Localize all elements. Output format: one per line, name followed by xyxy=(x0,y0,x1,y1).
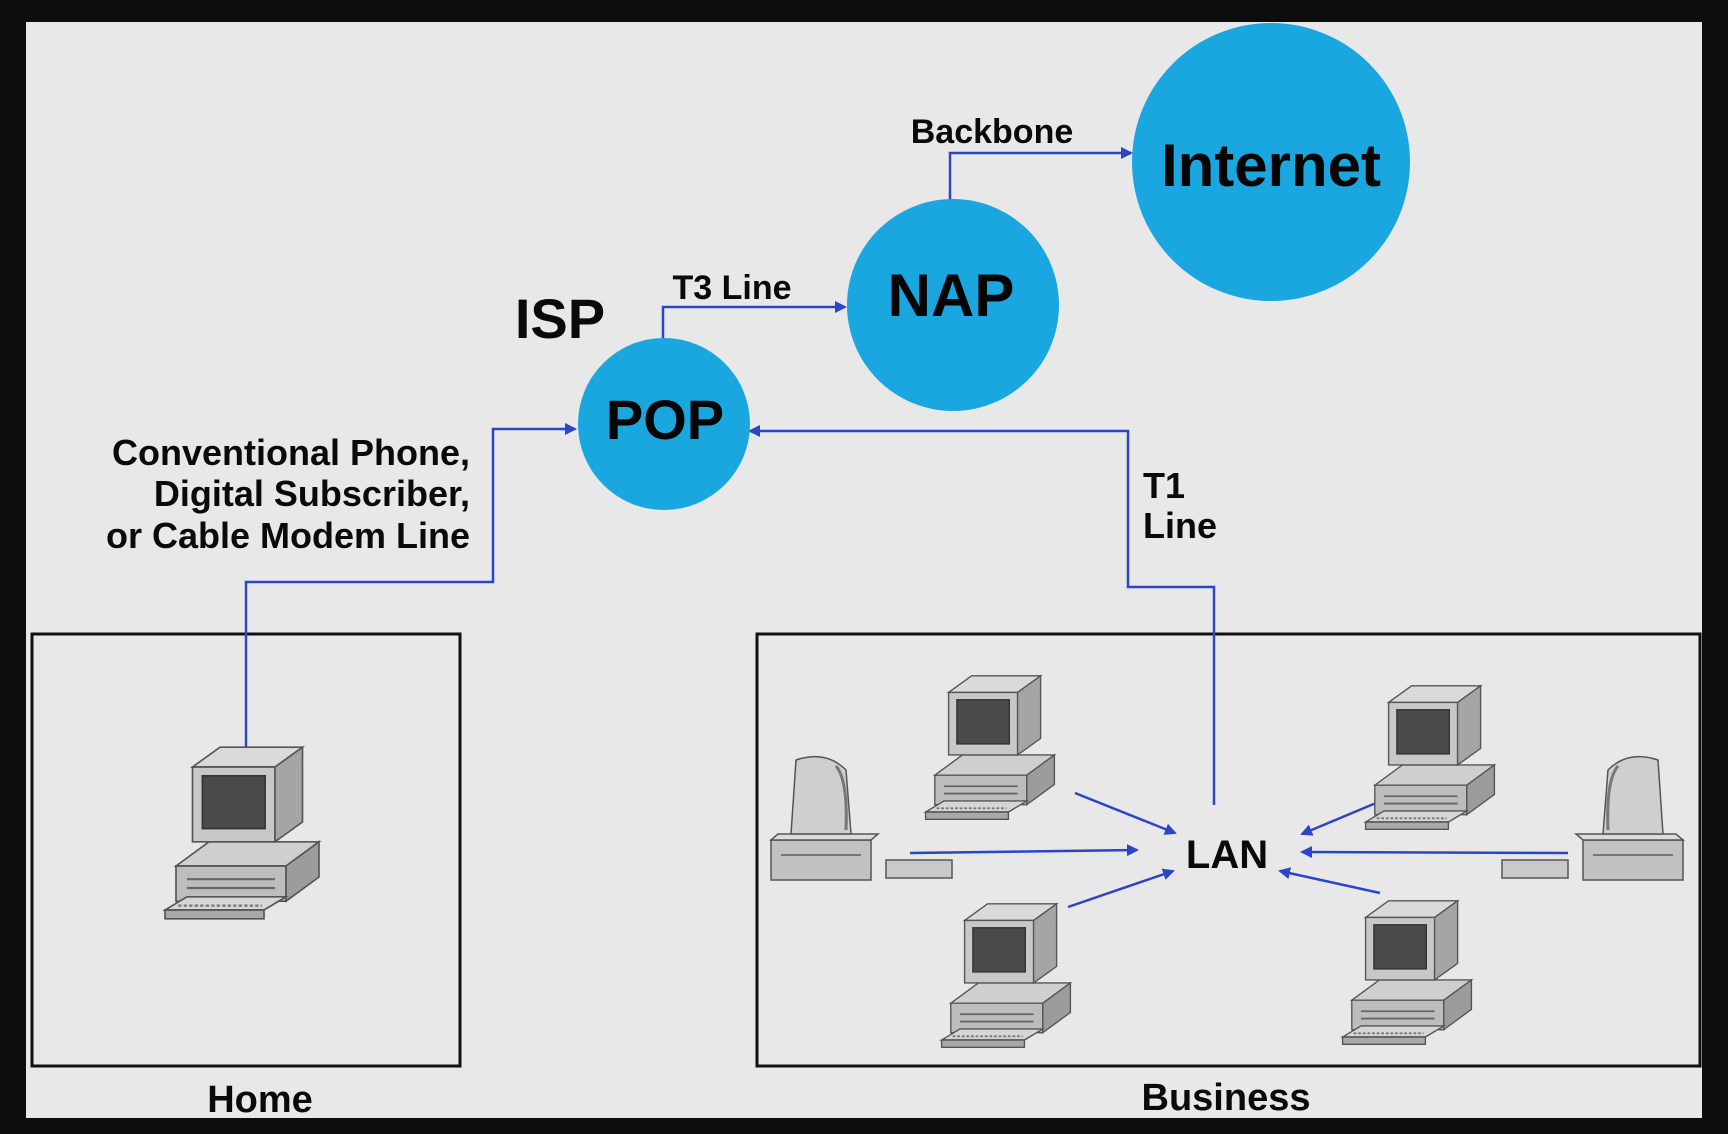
lan-spoke xyxy=(1300,801,1377,836)
business-box xyxy=(755,632,1702,1068)
nap-label: NAP xyxy=(888,262,1015,329)
nap-node xyxy=(847,199,1059,411)
lan-spoke xyxy=(1278,867,1381,895)
pop-label: POP xyxy=(606,388,724,451)
t3-label: T3 Line xyxy=(672,269,791,307)
lan-spoke xyxy=(1300,846,1569,859)
business-section-label: Business xyxy=(1142,1077,1311,1119)
backbone-link xyxy=(948,147,1133,200)
isp-label: ISP xyxy=(515,287,605,350)
internet-node xyxy=(1132,23,1410,301)
home-link-label-line3: or Cable Modem Line xyxy=(106,515,470,556)
t3-link xyxy=(661,301,847,345)
lan-spoke xyxy=(909,844,1139,857)
home-link-label-line1: Conventional Phone, xyxy=(112,432,470,473)
t1-label-line2: Line xyxy=(1143,505,1217,546)
lan-label: LAN xyxy=(1186,833,1268,877)
pop-node xyxy=(578,338,750,510)
home-section-label: Home xyxy=(207,1079,313,1121)
lan-spoke xyxy=(1067,868,1175,909)
home-link-label-line2: Digital Subscriber, xyxy=(154,473,470,514)
internet-label: Internet xyxy=(1161,132,1381,199)
t1-label-line1: T1 xyxy=(1143,465,1185,506)
lan-spoke xyxy=(1074,791,1177,835)
t1-link xyxy=(748,425,1216,805)
backbone-label: Backbone xyxy=(911,113,1074,151)
home-to-pop-link xyxy=(244,423,577,750)
